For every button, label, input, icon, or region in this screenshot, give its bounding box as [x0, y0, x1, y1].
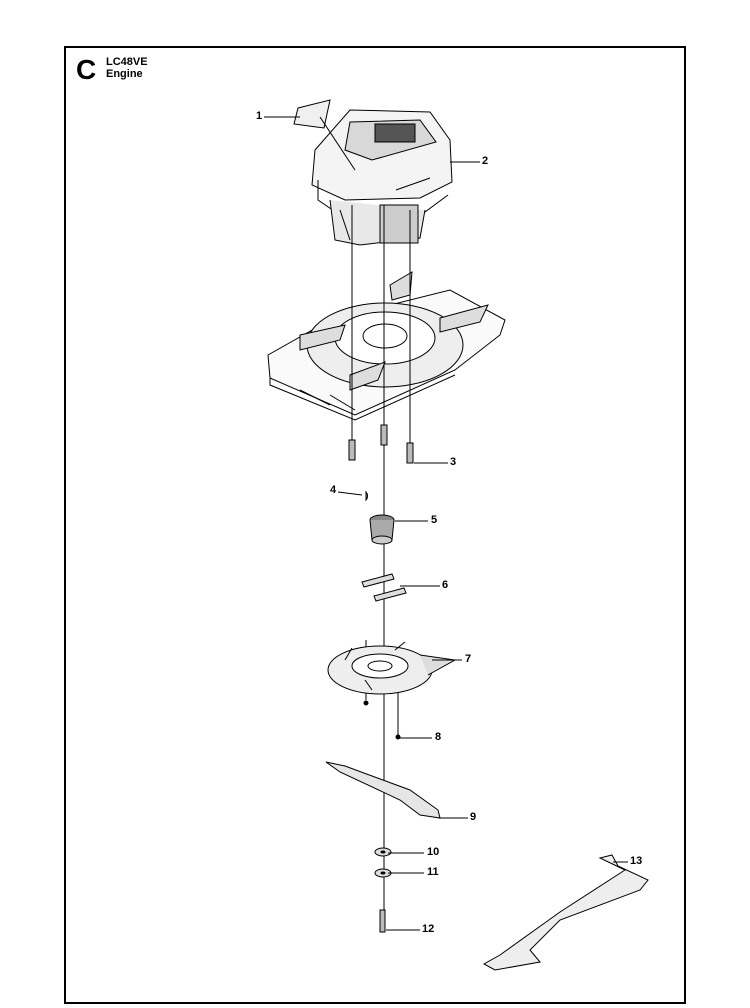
blade-icon: [482, 854, 649, 971]
callout-7: 7: [465, 653, 472, 665]
section-title: Engine: [106, 68, 143, 80]
callout-1: 1: [256, 110, 263, 122]
key-icon: [365, 490, 368, 502]
callout-2: 2: [482, 155, 489, 167]
callout-6: 6: [442, 579, 449, 591]
bolt-icon: [348, 424, 414, 464]
callout-11: 11: [427, 866, 439, 878]
key-plate-icon: [361, 573, 407, 602]
callout-5: 5: [431, 514, 438, 526]
diagram-frame: [64, 46, 686, 1004]
callout-3: 3: [450, 456, 457, 468]
washer-icon: [374, 847, 392, 878]
callout-12: 12: [422, 923, 435, 935]
blade-adapter-icon: [369, 514, 395, 545]
callout-4: 4: [330, 484, 337, 496]
screw-icon: [395, 734, 401, 740]
callout-8: 8: [435, 731, 442, 743]
engine-icon: [311, 109, 453, 246]
callout-9: 9: [470, 811, 477, 823]
blade-icon: [325, 761, 441, 819]
callout-10: 10: [427, 846, 440, 858]
engine-cover-label-icon: [293, 99, 331, 129]
model-name: LC48VE: [106, 56, 148, 68]
blade-hub-icon: [327, 641, 457, 695]
section-letter: C: [76, 54, 97, 85]
mower-deck-icon: [267, 271, 506, 421]
callout-13: 13: [630, 855, 643, 867]
